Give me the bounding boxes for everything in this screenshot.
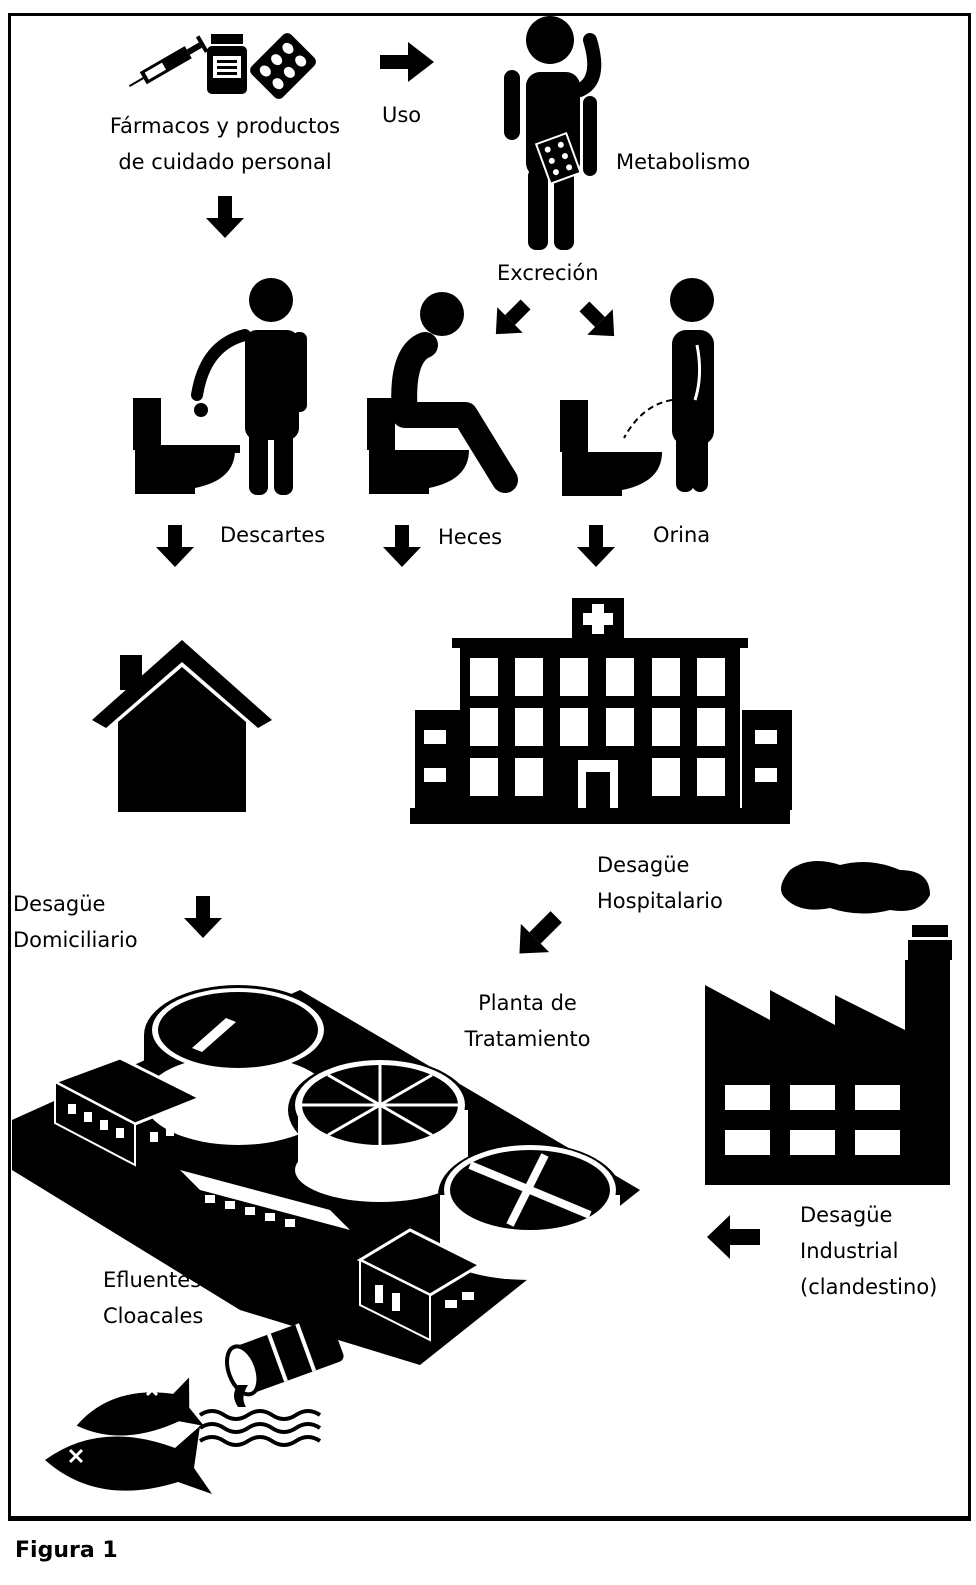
label-efluentes-2: Cloacales	[103, 1304, 204, 1328]
arrow-down-orina	[577, 525, 615, 567]
person-discarding-icon	[133, 278, 307, 495]
figure-caption: Figura 1	[15, 1538, 118, 1563]
label-desague-industrial-2: Industrial	[800, 1239, 899, 1263]
label-descartes: Descartes	[220, 523, 326, 547]
label-planta-1: Planta de	[478, 991, 577, 1015]
arrow-down-farmacos	[206, 196, 244, 238]
label-excrecion: Excreción	[497, 261, 599, 285]
person-urinating-icon	[560, 278, 714, 496]
arrow-down-heces	[383, 525, 421, 567]
arrow-hospitalario	[519, 911, 562, 954]
arrow-down-domiciliario	[184, 896, 222, 938]
house-icon	[92, 640, 272, 812]
label-metabolismo: Metabolismo	[616, 150, 751, 174]
pill-jar-icon	[207, 34, 247, 94]
label-farmacos-line1: Fármacos y productos	[109, 114, 341, 138]
label-uso: Uso	[382, 103, 422, 127]
label-orina: Orina	[653, 523, 711, 547]
spilled-barrel-icon	[225, 1314, 344, 1407]
label-efluentes-1: Efluentes	[103, 1268, 202, 1292]
person-taking-pill-icon	[504, 16, 602, 250]
label-desague-hospitalario-1: Desagüe	[597, 853, 690, 877]
water-waves-icon	[198, 1409, 322, 1447]
label-desague-industrial-3: (clandestino)	[800, 1275, 938, 1299]
label-desague-hospitalario-2: Hospitalario	[597, 889, 723, 913]
factory-icon	[705, 861, 952, 1185]
treatment-plant-icon	[12, 985, 640, 1365]
diagram-canvas	[12, 16, 952, 1494]
figure-frame	[8, 13, 971, 1521]
arrow-left-industrial	[707, 1215, 760, 1259]
arrow-excrecion-right	[579, 301, 615, 337]
syringe-icon	[128, 35, 209, 87]
frame-divider	[8, 1516, 971, 1521]
blister-pack-icon	[250, 33, 316, 99]
hospital-icon	[410, 598, 792, 824]
label-planta-2: Tratamiento	[464, 1027, 591, 1051]
label-farmacos-line2: de cuidado personal	[118, 150, 332, 174]
person-sitting-toilet-icon	[367, 292, 518, 494]
arrow-down-descartes	[156, 525, 194, 567]
dead-fish-icon	[45, 1377, 212, 1494]
label-desague-industrial-1: Desagüe	[800, 1203, 893, 1227]
arrow-right-uso	[380, 42, 434, 82]
label-desague-domiciliario-2: Domiciliario	[13, 928, 138, 952]
label-heces: Heces	[438, 525, 503, 549]
label-desague-domiciliario-1: Desagüe	[13, 892, 106, 916]
arrow-excrecion-left	[495, 299, 531, 335]
